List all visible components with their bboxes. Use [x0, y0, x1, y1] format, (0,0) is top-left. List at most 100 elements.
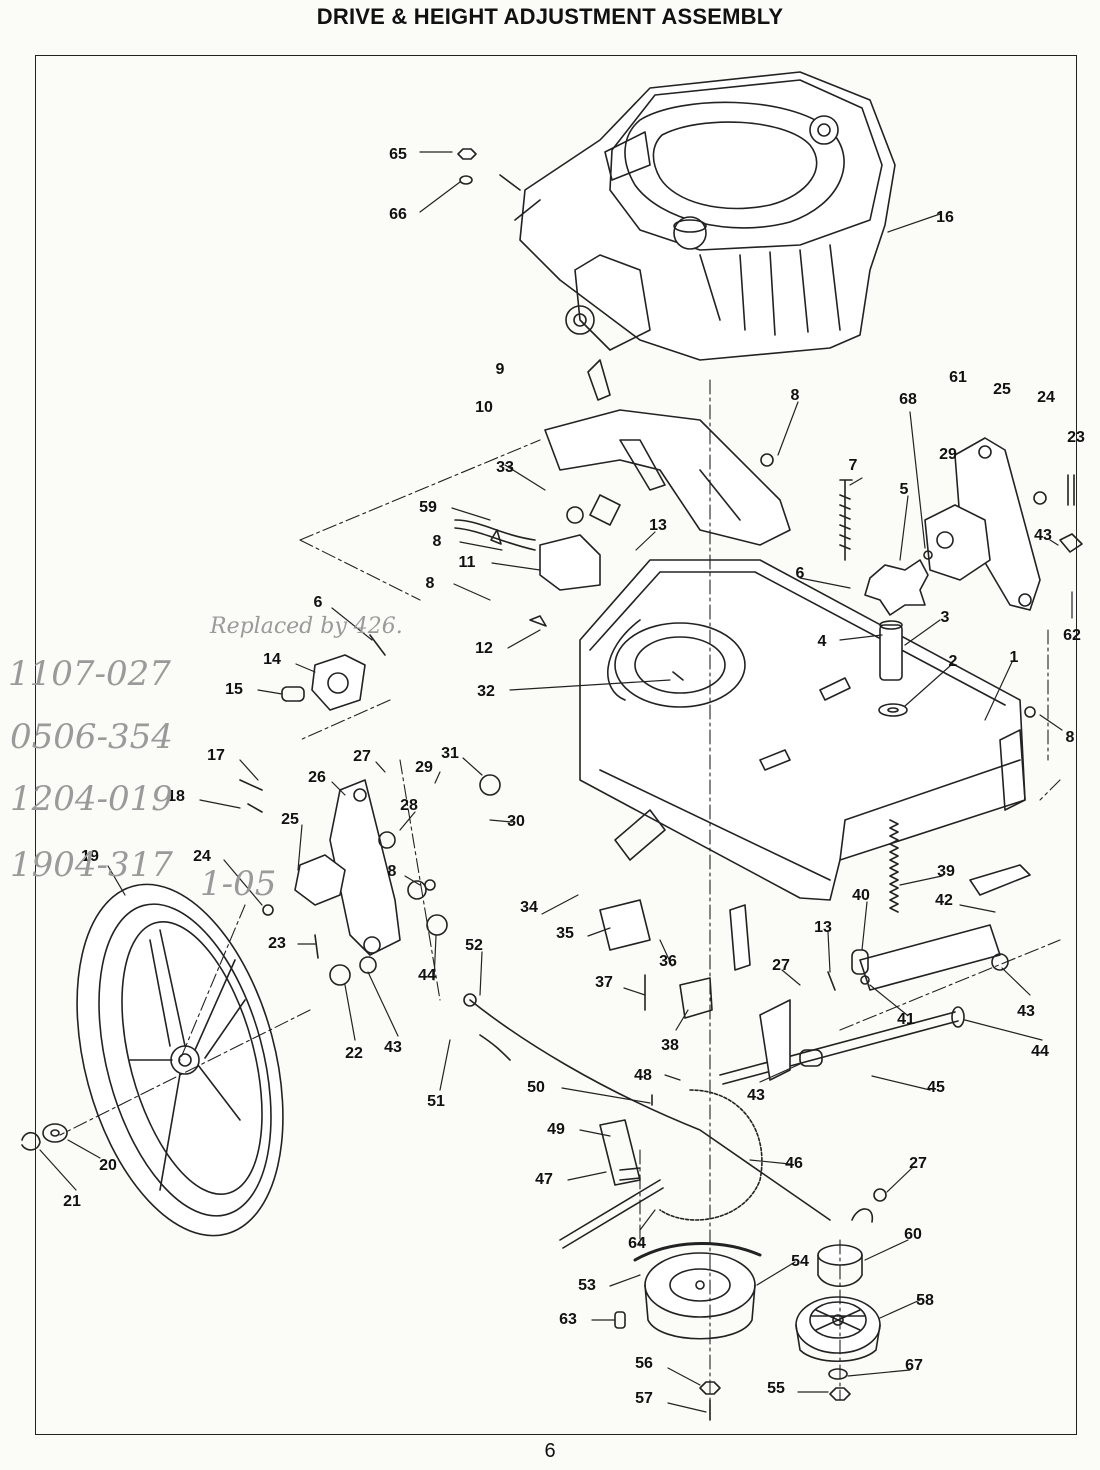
part-callout-40: 40	[852, 887, 870, 904]
part-callout-67: 67	[905, 1357, 923, 1374]
part-callout-8: 8	[791, 387, 800, 404]
part-callout-29: 29	[939, 446, 957, 463]
part-callout-16: 16	[936, 209, 954, 226]
page-title: DRIVE & HEIGHT ADJUSTMENT ASSEMBLY	[316, 4, 784, 29]
part-callout-23: 23	[268, 935, 286, 952]
part-callout-22: 22	[345, 1045, 363, 1062]
part-callout-44: 44	[1031, 1043, 1049, 1060]
part-callout-4: 4	[818, 633, 827, 650]
lower-links	[599, 809, 823, 1081]
part-callout-39: 39	[937, 863, 955, 880]
part-callout-8: 8	[433, 533, 442, 550]
part-callout-9: 9	[496, 361, 505, 378]
clutch-cable-parts	[454, 494, 621, 591]
part-callout-27: 27	[353, 748, 371, 765]
handwritten-note: 1904-317	[10, 845, 173, 885]
part-callout-43: 43	[1017, 1003, 1035, 1020]
chassis-deck	[579, 559, 1026, 901]
part-callout-58: 58	[916, 1292, 934, 1309]
part-callout-27: 27	[909, 1155, 927, 1172]
part-callout-61: 61	[949, 369, 967, 386]
part-callout-62: 62	[1063, 627, 1081, 644]
part-callout-25: 25	[993, 381, 1011, 398]
gear-assembly-left	[281, 634, 386, 711]
part-callout-63: 63	[559, 1311, 577, 1328]
engine-assembly	[499, 71, 896, 401]
part-callout-11: 11	[459, 554, 476, 571]
part-callout-60: 60	[904, 1226, 922, 1243]
handwritten-note: 1204-019	[10, 779, 173, 819]
part-callout-31: 31	[441, 745, 459, 762]
assembly-centerlines	[59, 379, 1061, 1421]
part-callout-24: 24	[1037, 389, 1055, 406]
part-callout-6: 6	[796, 565, 805, 582]
part-callout-35: 35	[556, 925, 574, 942]
part-callout-8: 8	[388, 863, 397, 880]
part-callout-25: 25	[281, 811, 299, 828]
part-callout-38: 38	[661, 1037, 679, 1054]
part-callout-20: 20	[99, 1157, 117, 1174]
control-rod	[469, 999, 831, 1221]
part-callout-26: 26	[308, 769, 326, 786]
part-callout-48: 48	[634, 1067, 652, 1084]
part-callout-7: 7	[849, 457, 858, 474]
part-callout-27: 27	[772, 957, 790, 974]
idler-pulley	[795, 1296, 881, 1363]
height-knob	[864, 559, 929, 717]
part-callout-19: 19	[81, 848, 99, 865]
part-callout-3: 3	[941, 609, 950, 626]
diagram-frame	[35, 55, 1077, 1435]
part-callout-43: 43	[384, 1039, 402, 1056]
part-callout-54: 54	[791, 1253, 809, 1270]
part-callout-37: 37	[595, 974, 613, 991]
part-callout-2: 2	[949, 653, 958, 670]
part-callout-55: 55	[767, 1380, 785, 1397]
part-callout-15: 15	[225, 681, 243, 698]
handwritten-note: 1107-027	[8, 654, 171, 694]
part-callout-29: 29	[415, 759, 433, 776]
drive-pulley	[614, 1242, 762, 1340]
part-callout-43: 43	[1034, 527, 1052, 544]
part-callout-30: 30	[507, 813, 525, 830]
part-callout-23: 23	[1067, 429, 1085, 446]
handwritten-note: 0506-354	[10, 717, 173, 757]
hardware-fasteners	[239, 148, 1036, 1421]
handwritten-notes: Replaced by 426.1107-0270506-3541204-019…	[8, 614, 403, 904]
part-callout-43: 43	[747, 1087, 765, 1104]
part-callout-65: 65	[389, 146, 407, 163]
part-callout-52: 52	[465, 937, 483, 954]
part-callout-17: 17	[207, 747, 225, 764]
part-callout-46: 46	[785, 1155, 803, 1172]
spring-39	[889, 819, 899, 913]
part-callout-5: 5	[900, 481, 909, 498]
part-callout-33: 33	[496, 459, 514, 476]
part-callout-8: 8	[426, 575, 435, 592]
part-callout-66: 66	[389, 206, 407, 223]
bolt-7	[839, 479, 853, 561]
part-callout-56: 56	[635, 1355, 653, 1372]
part-callout-21: 21	[63, 1193, 81, 1210]
part-callout-59: 59	[419, 499, 437, 516]
part-callout-44: 44	[418, 967, 436, 984]
part-callout-6: 6	[314, 594, 323, 611]
part-callout-8: 8	[1066, 729, 1075, 746]
part-callout-53: 53	[578, 1277, 596, 1294]
part-callout-13: 13	[649, 517, 667, 534]
part-callout-32: 32	[477, 683, 495, 700]
part-callout-18: 18	[167, 788, 185, 805]
part-callout-24: 24	[193, 848, 211, 865]
part-callout-57: 57	[635, 1390, 653, 1407]
handwritten-note: 1-05	[200, 864, 276, 904]
upper-bracket	[544, 409, 791, 546]
part-callout-64: 64	[628, 1235, 646, 1252]
part-callout-68: 68	[899, 391, 917, 408]
height-adjust-bracket-left	[294, 774, 501, 956]
drive-shaft	[719, 864, 1031, 1085]
part-callout-10: 10	[475, 399, 493, 416]
part-callout-50: 50	[527, 1079, 545, 1096]
part-callout-41: 41	[897, 1011, 915, 1028]
part-callout-14: 14	[263, 651, 281, 668]
part-callout-45: 45	[927, 1079, 945, 1096]
